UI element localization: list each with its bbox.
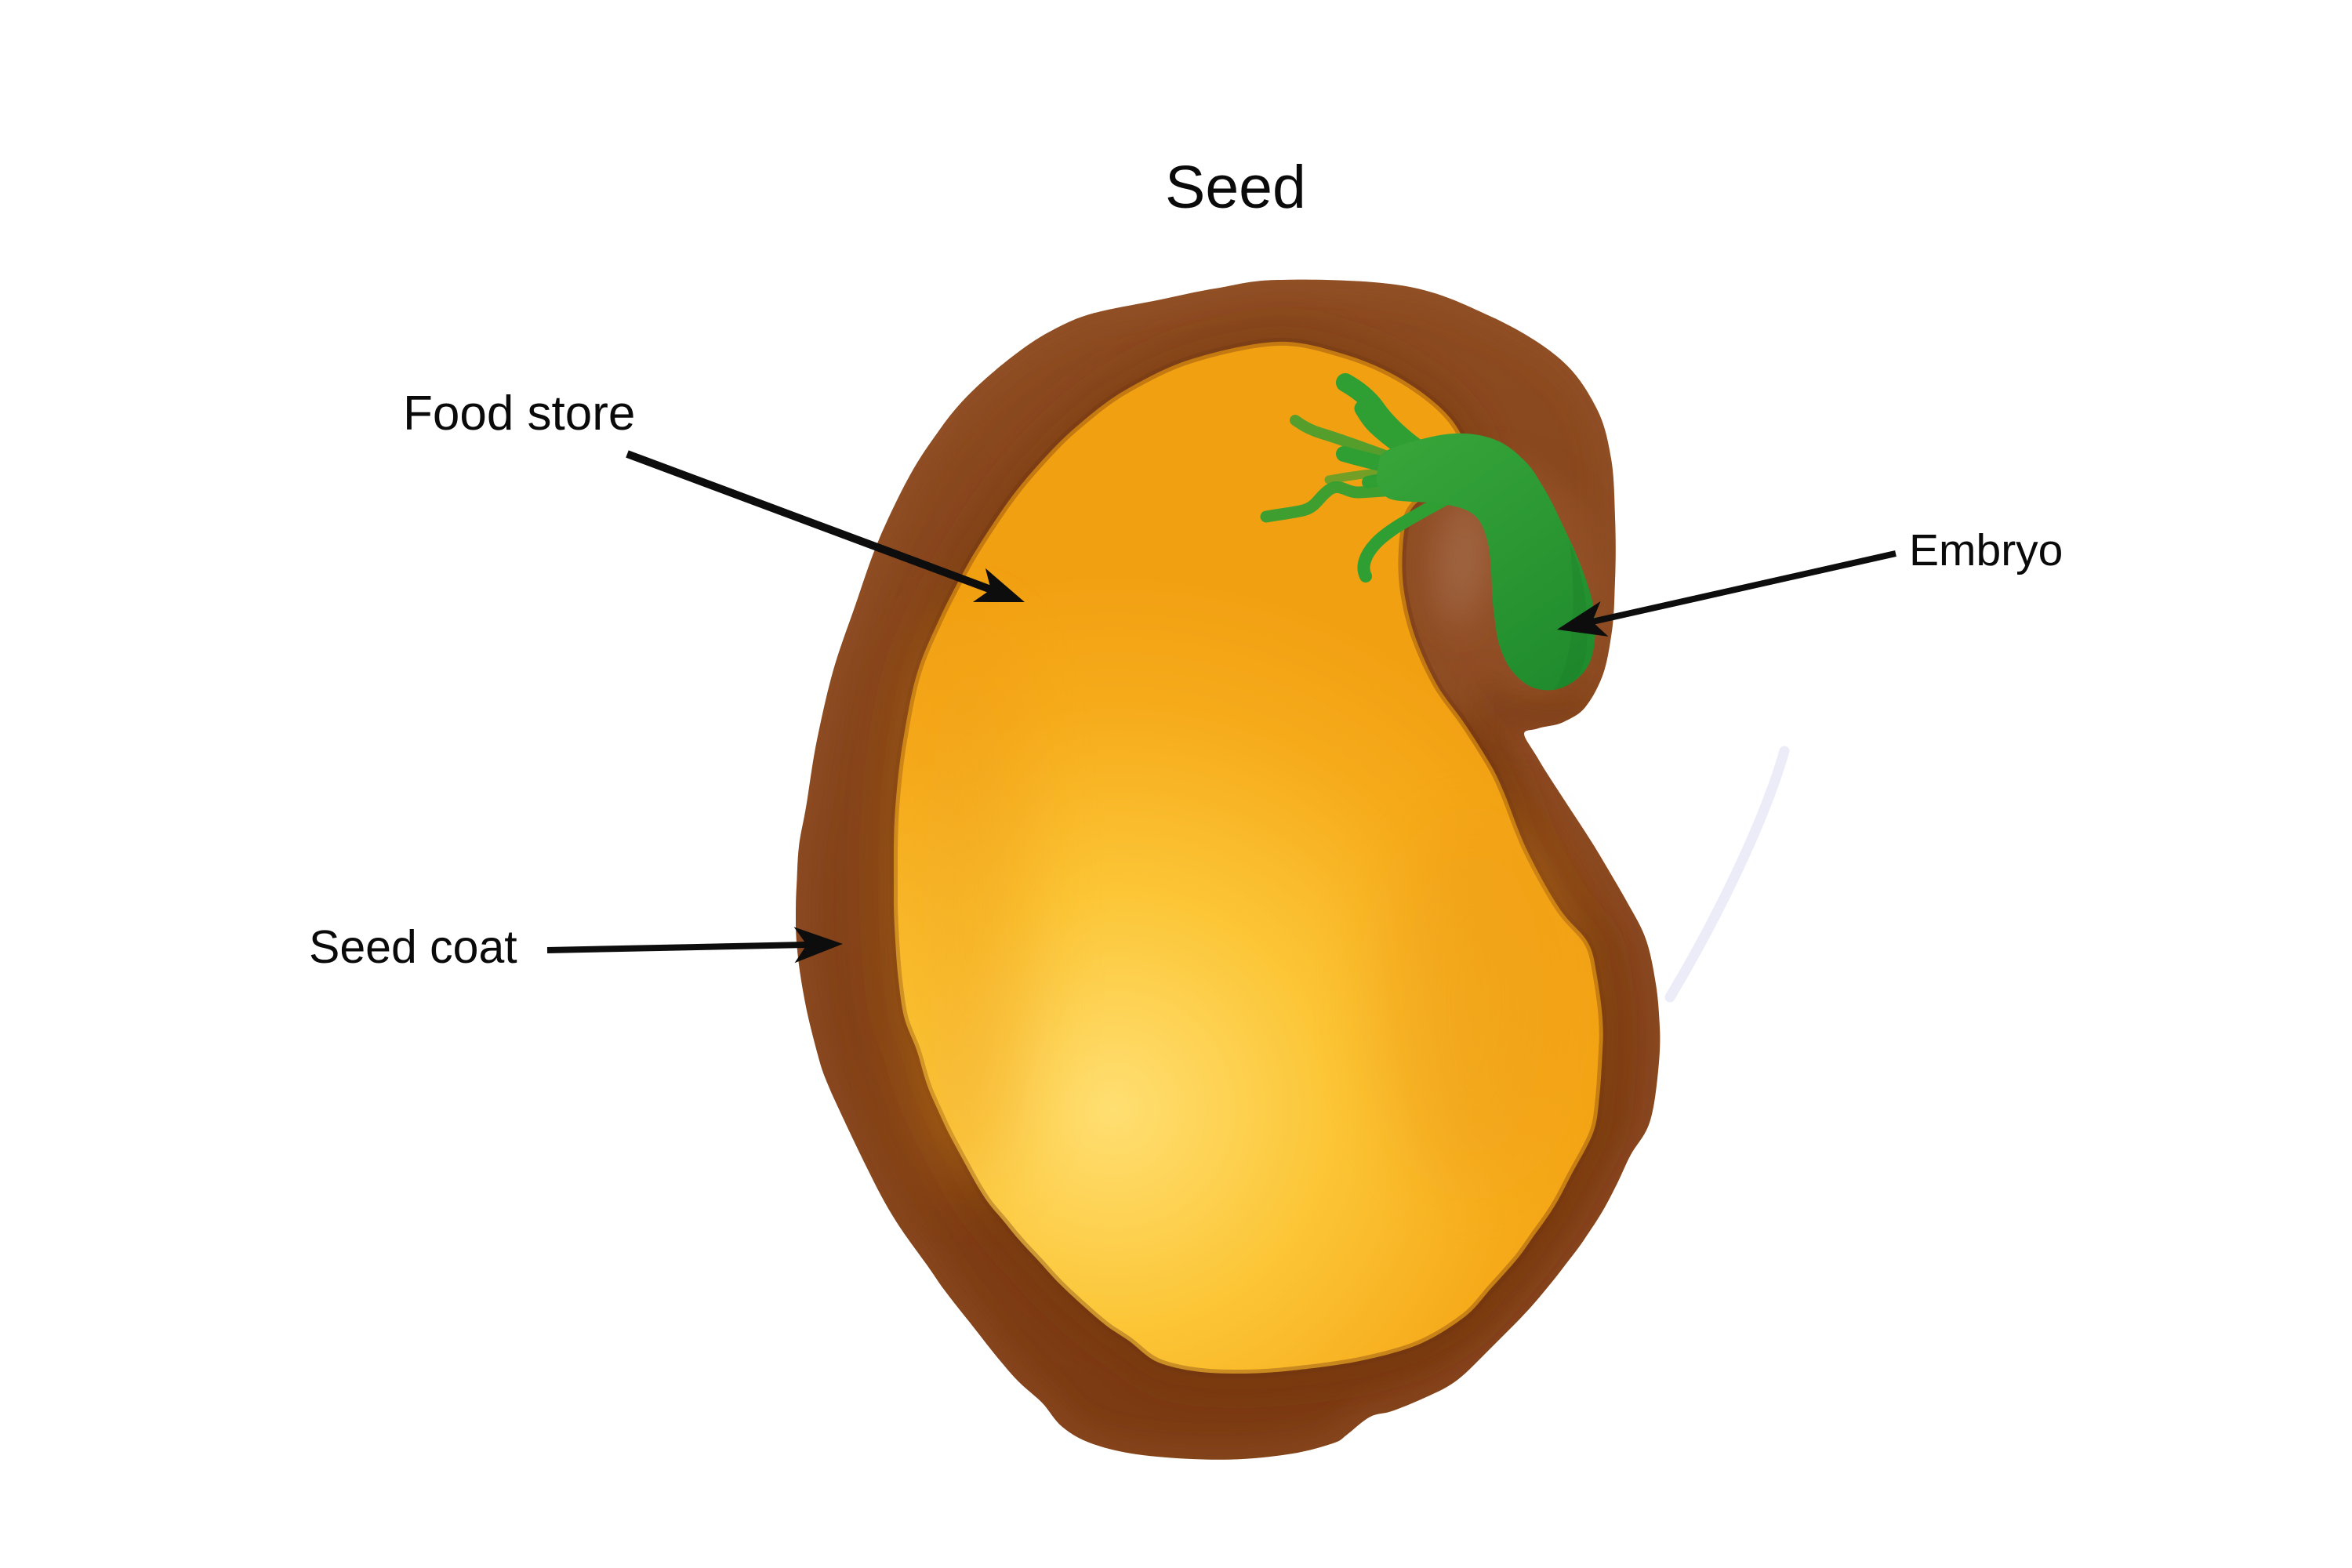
svg-text:Seed coat: Seed coat — [309, 921, 517, 973]
svg-text:Food store: Food store — [403, 387, 635, 441]
svg-text:Embryo: Embryo — [1909, 525, 2063, 575]
svg-text:Seed: Seed — [1165, 154, 1306, 221]
